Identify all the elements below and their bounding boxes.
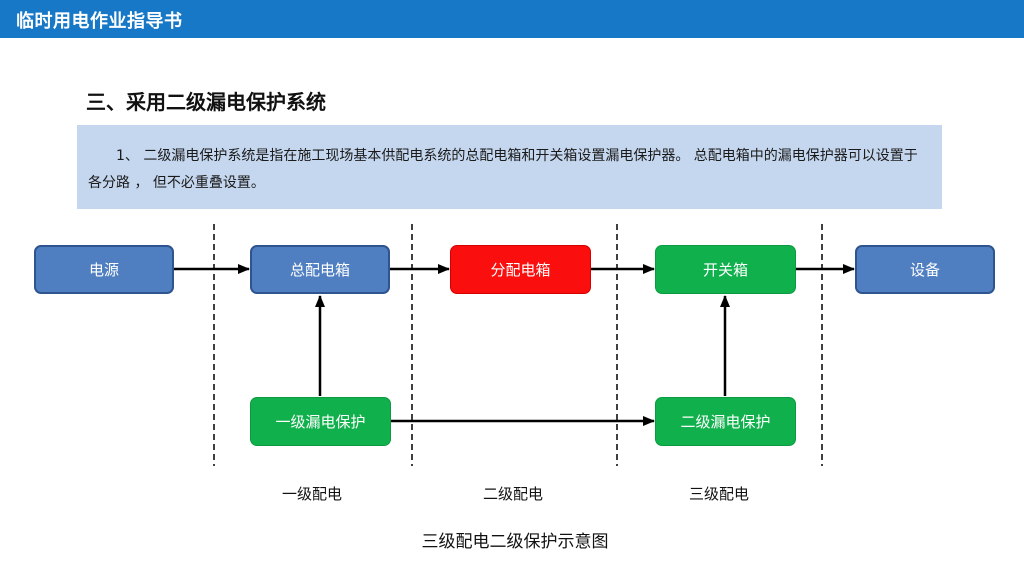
node-level1-leakage-protection: 一级漏电保护 (250, 397, 391, 446)
node-switch-box: 开关箱 (655, 245, 796, 294)
description-box (77, 125, 942, 209)
node-level2-leakage-protection-label: 二级漏电保护 (680, 413, 771, 431)
node-equipment: 设备 (855, 245, 995, 294)
diagram-caption: 三级配电二级保护示意图 (421, 532, 609, 552)
description-text: 1、 二级漏电保护系统是指在施工现场基本供配电系统的总配电箱和开关箱设置漏电保护… (88, 148, 918, 191)
node-sub-distribution-box-label: 分配电箱 (490, 261, 551, 279)
node-main-distribution-box: 总配电箱 (250, 245, 390, 294)
section-title: 三、采用二级漏电保护系统 (86, 90, 326, 114)
node-sub-distribution-box: 分配电箱 (450, 245, 591, 294)
node-power-source: 电源 (34, 245, 174, 294)
node-level1-leakage-protection-label: 一级漏电保护 (275, 413, 366, 431)
header-bar: 临时用电作业指导书 (0, 0, 1024, 38)
document-title: 临时用电作业指导书 (16, 11, 183, 32)
node-power-source-label: 电源 (88, 261, 119, 279)
node-equipment-label: 设备 (909, 261, 940, 279)
node-switch-box-label: 开关箱 (702, 261, 748, 279)
level-label-2: 二级配电 (482, 485, 544, 503)
node-main-distribution-box-label: 总配电箱 (289, 261, 350, 279)
level-label-3: 三级配电 (688, 485, 750, 503)
node-level2-leakage-protection: 二级漏电保护 (655, 397, 796, 446)
level-label-1: 一级配电 (281, 485, 343, 503)
